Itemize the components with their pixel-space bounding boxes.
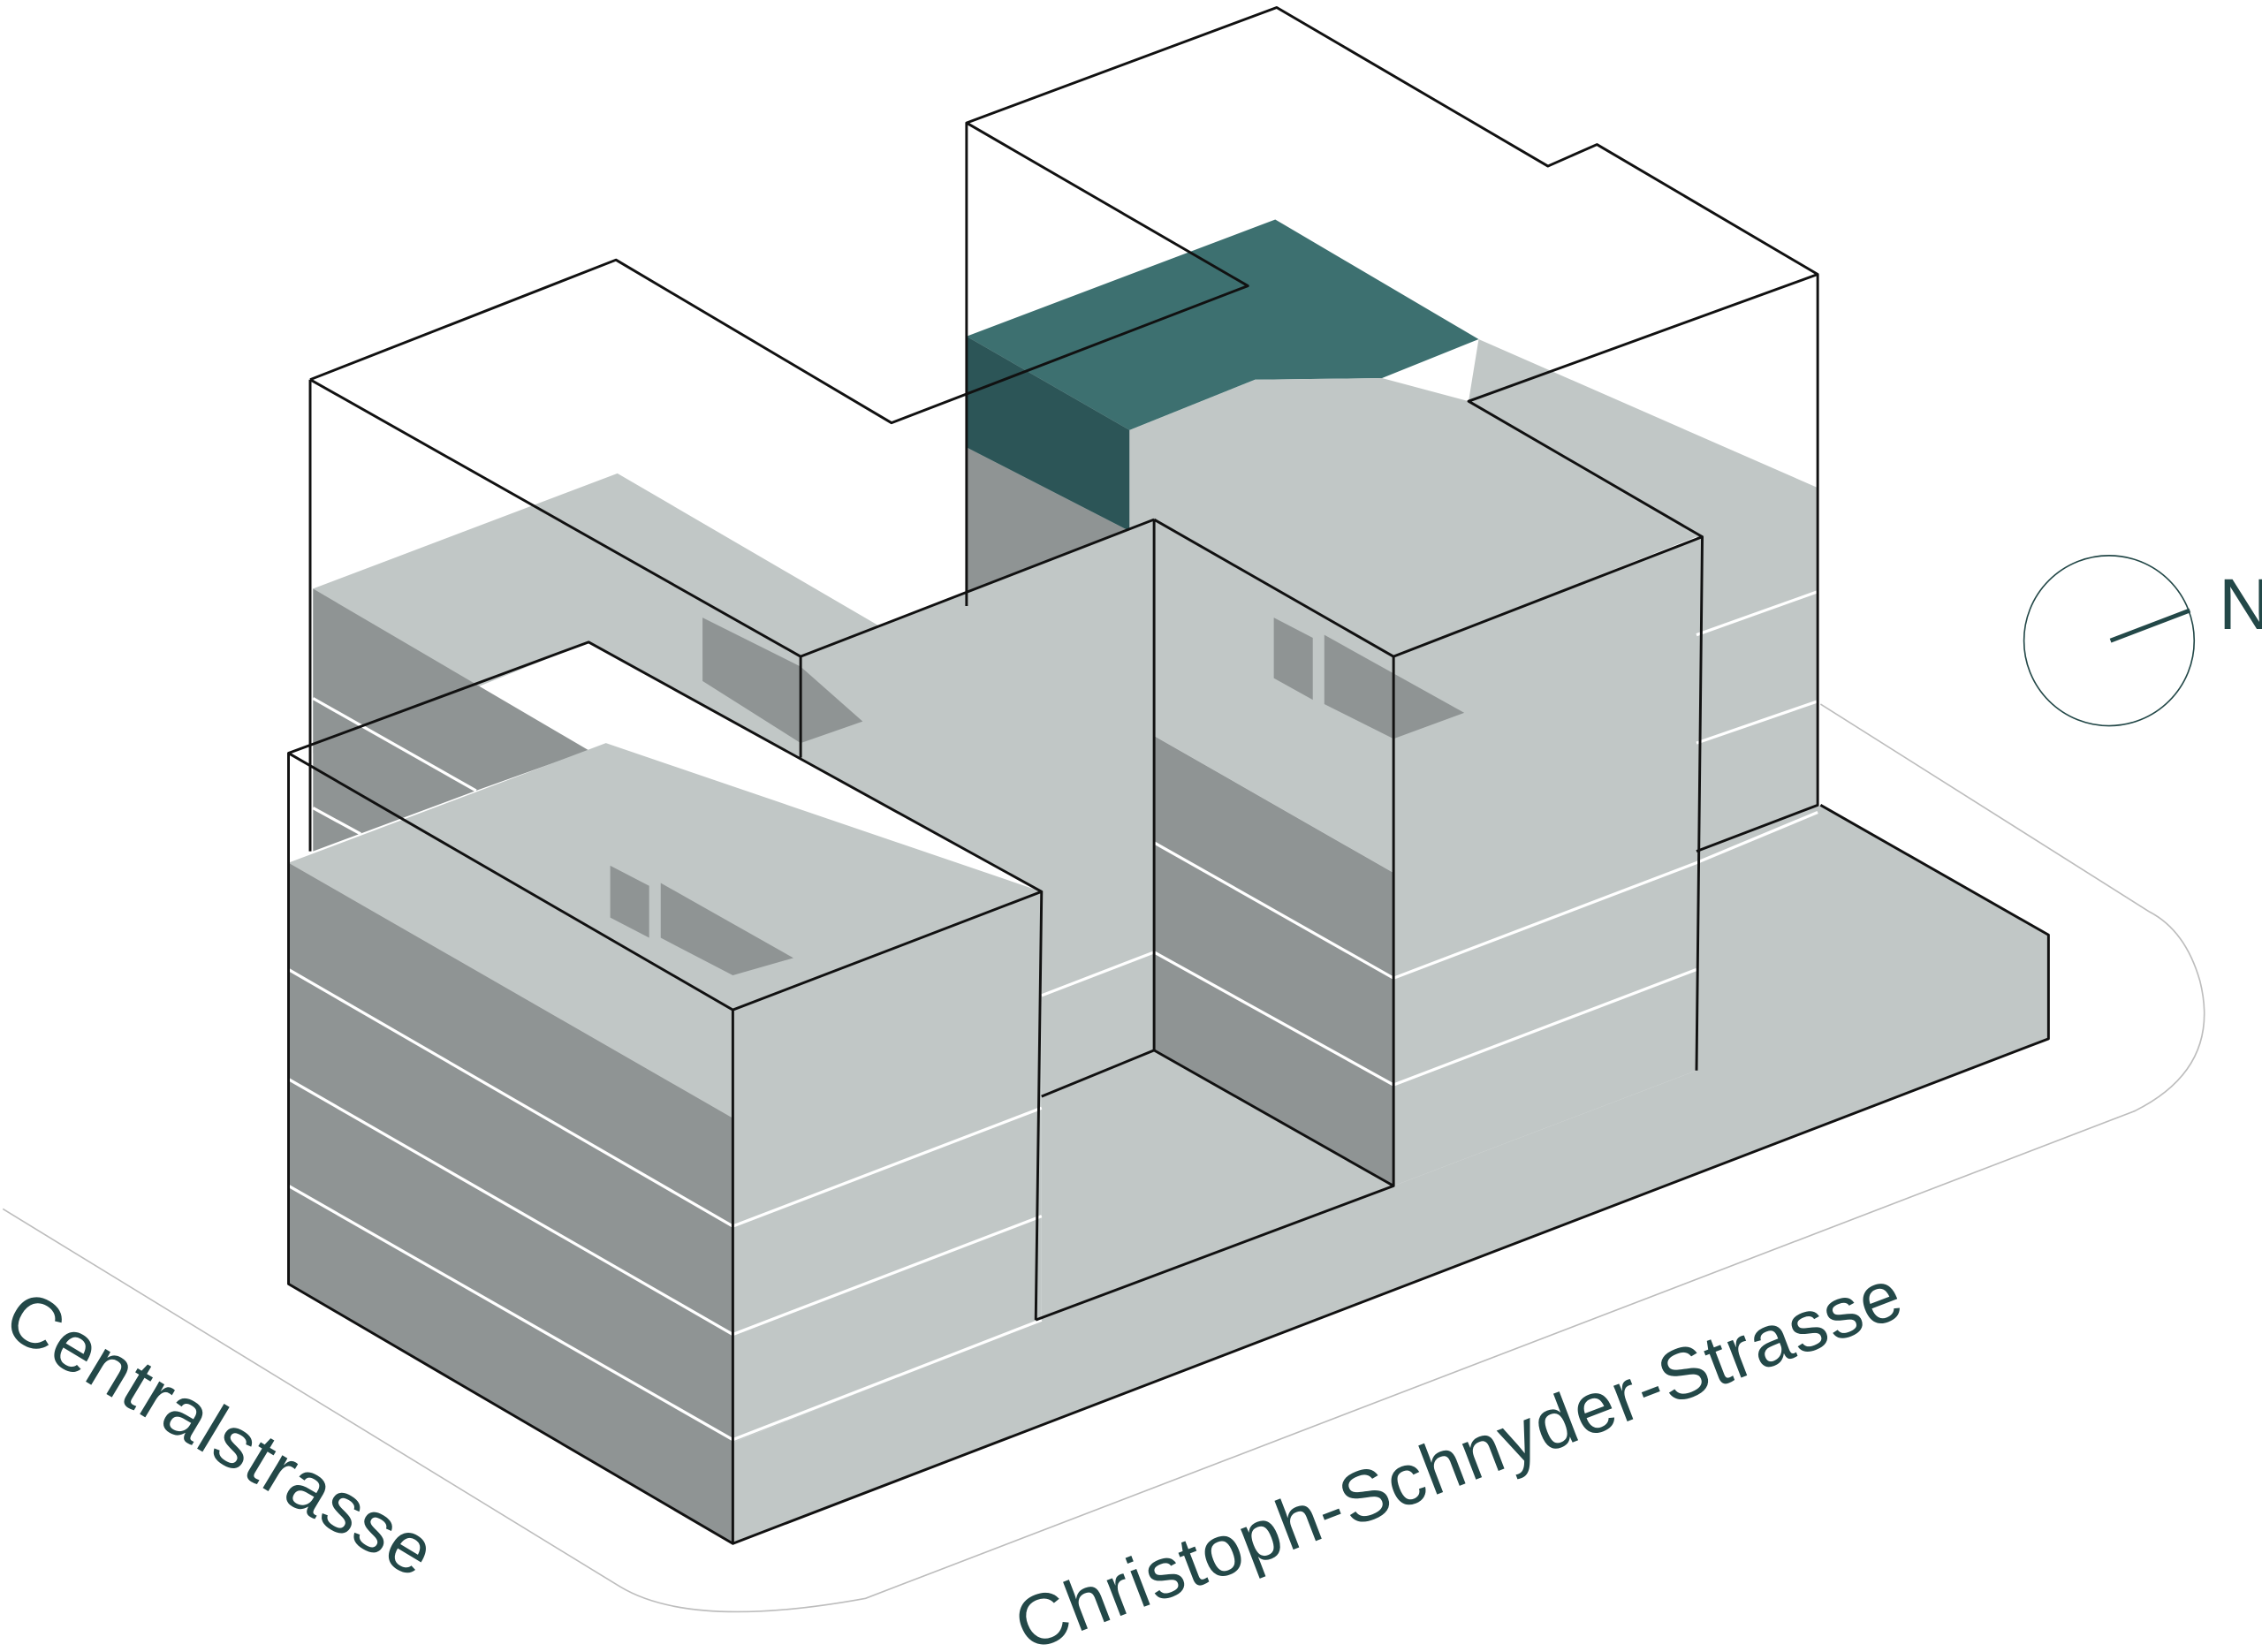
tower-inner-top [1154,519,1394,874]
middle-wall [801,519,1155,1097]
north-label: N [2219,565,2262,645]
front-block-shadow [610,865,649,938]
north-arrow-icon [2109,608,2191,643]
compass-circle [2023,555,2196,727]
left-rear-shadow [702,618,863,744]
highlighted-unit-top [966,219,1479,430]
building-outlines [287,6,2050,1545]
tower-right-face [1393,536,1703,1186]
rear-top-light [1129,378,1696,657]
front-block-shadow-2 [660,883,793,975]
street-edge [2,703,2205,1613]
rear-building-fill [1469,338,1818,852]
highlighted-unit-side [966,336,1130,532]
tower-shadow [1273,618,1313,701]
podium [732,805,2049,1544]
left-rear-dark [313,588,589,852]
north-compass: N [2023,555,2262,727]
tower-left-face [1154,735,1394,1186]
